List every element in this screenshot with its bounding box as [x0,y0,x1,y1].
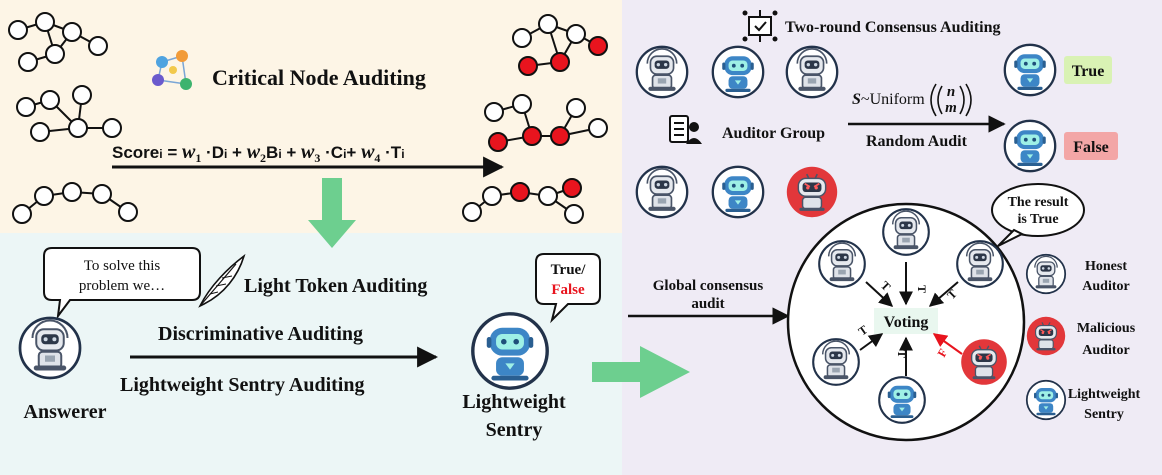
binomial-n: n [947,84,955,100]
graph-bottom-left [12,182,138,224]
auditor-honest-1 [635,45,689,99]
auditor-sentry-1 [711,45,765,99]
vote-arrows [859,262,959,376]
answerer-label: Answerer [24,401,107,423]
legend-malicious-line-2: Auditor [1082,343,1129,358]
global-consensus-label-2: audit [691,296,724,312]
lightweight-sentry-robot-icon [471,312,549,390]
green-down-arrow [308,178,356,248]
answerer-speech-bubble: To solve this problem we… [43,247,201,320]
outcome-sentry-true [1003,43,1057,97]
green-right-arrow [592,346,690,398]
voter-top-left [818,240,866,288]
binomial-n-choose-m: n m [930,83,972,117]
voter-top [882,208,930,256]
result-line-2: is True [1017,212,1058,227]
legend-honest-line-2: Auditor [1082,279,1129,294]
bubble-true: True/ [551,262,587,278]
speech-line-1: To solve this [84,258,161,274]
legend-malicious-icon [1026,316,1066,356]
sentry-label-line-1: Lightweight [462,391,566,413]
auditor-group-label: Auditor Group [722,125,825,142]
random-audit-label: Random Audit [866,133,968,150]
auditor-malicious-1 [785,165,839,219]
consensus-board-icon [742,10,778,42]
legend-honest-icon [1025,253,1067,295]
network-people-icon [152,50,192,90]
malicious-vote-arrow [932,333,963,355]
graph-top-left [8,12,108,72]
outcome-sentry-false [1003,119,1057,173]
sentry-verdict-bubble: True/ False [535,253,601,324]
consensus-title: Two-round Consensus Auditing [785,19,1001,36]
lightweight-sentry-auditing-label: Lightweight Sentry Auditing [120,374,364,396]
score-formula: Scorei = w1 ·Di + w2Bi + w3 ·Ci+ w4 ·Ti [112,141,405,165]
answerer-robot-icon [18,316,82,380]
voter-bottom-left [812,338,860,386]
global-consensus-label-1: Global consensus [653,278,764,294]
legend-honest-line-1: Honest [1085,259,1127,274]
true-badge-label: True [1072,63,1105,80]
auditor-sentry-2 [711,165,765,219]
sentry-label-line-2: Sentry [486,419,543,441]
voter-top-right [956,240,1004,288]
result-line-1: The result [1008,195,1069,210]
legend-sentry-line-1: Lightweight [1068,387,1141,402]
result-bubble: The result is True [991,183,1085,247]
light-token-auditing-label: Light Token Auditing [244,275,427,297]
legend-sentry-line-2: Sentry [1084,407,1124,422]
graph-bottom-right [462,178,584,224]
voter-bottom [878,376,926,424]
discriminative-auditing-label: Discriminative Auditing [158,323,363,345]
critical-node-title: Critical Node Auditing [212,65,426,90]
voter-malicious [960,338,1008,386]
speech-line-2: problem we… [79,278,165,294]
legend-sentry-icon [1025,379,1067,421]
uniform-formula: S~Uniform [852,91,925,108]
legend-malicious-line-1: Malicious [1077,321,1136,336]
auditor-honest-2 [785,45,839,99]
false-badge [1064,132,1118,160]
auditor-honest-3 [635,165,689,219]
graph-middle-right [484,94,608,152]
graph-top-right [512,14,608,76]
auditor-group-icon [669,115,702,144]
feather-icon [198,253,246,308]
voting-label: Voting [884,314,929,331]
graph-middle-left [16,85,122,142]
true-badge [1064,56,1112,84]
vote-t-top: T [915,285,929,293]
voting-box [874,308,938,334]
binomial-m: m [945,100,957,116]
vote-t-bottom: T [895,350,909,358]
false-badge-label: False [1073,139,1109,156]
bubble-false: False [551,282,585,298]
